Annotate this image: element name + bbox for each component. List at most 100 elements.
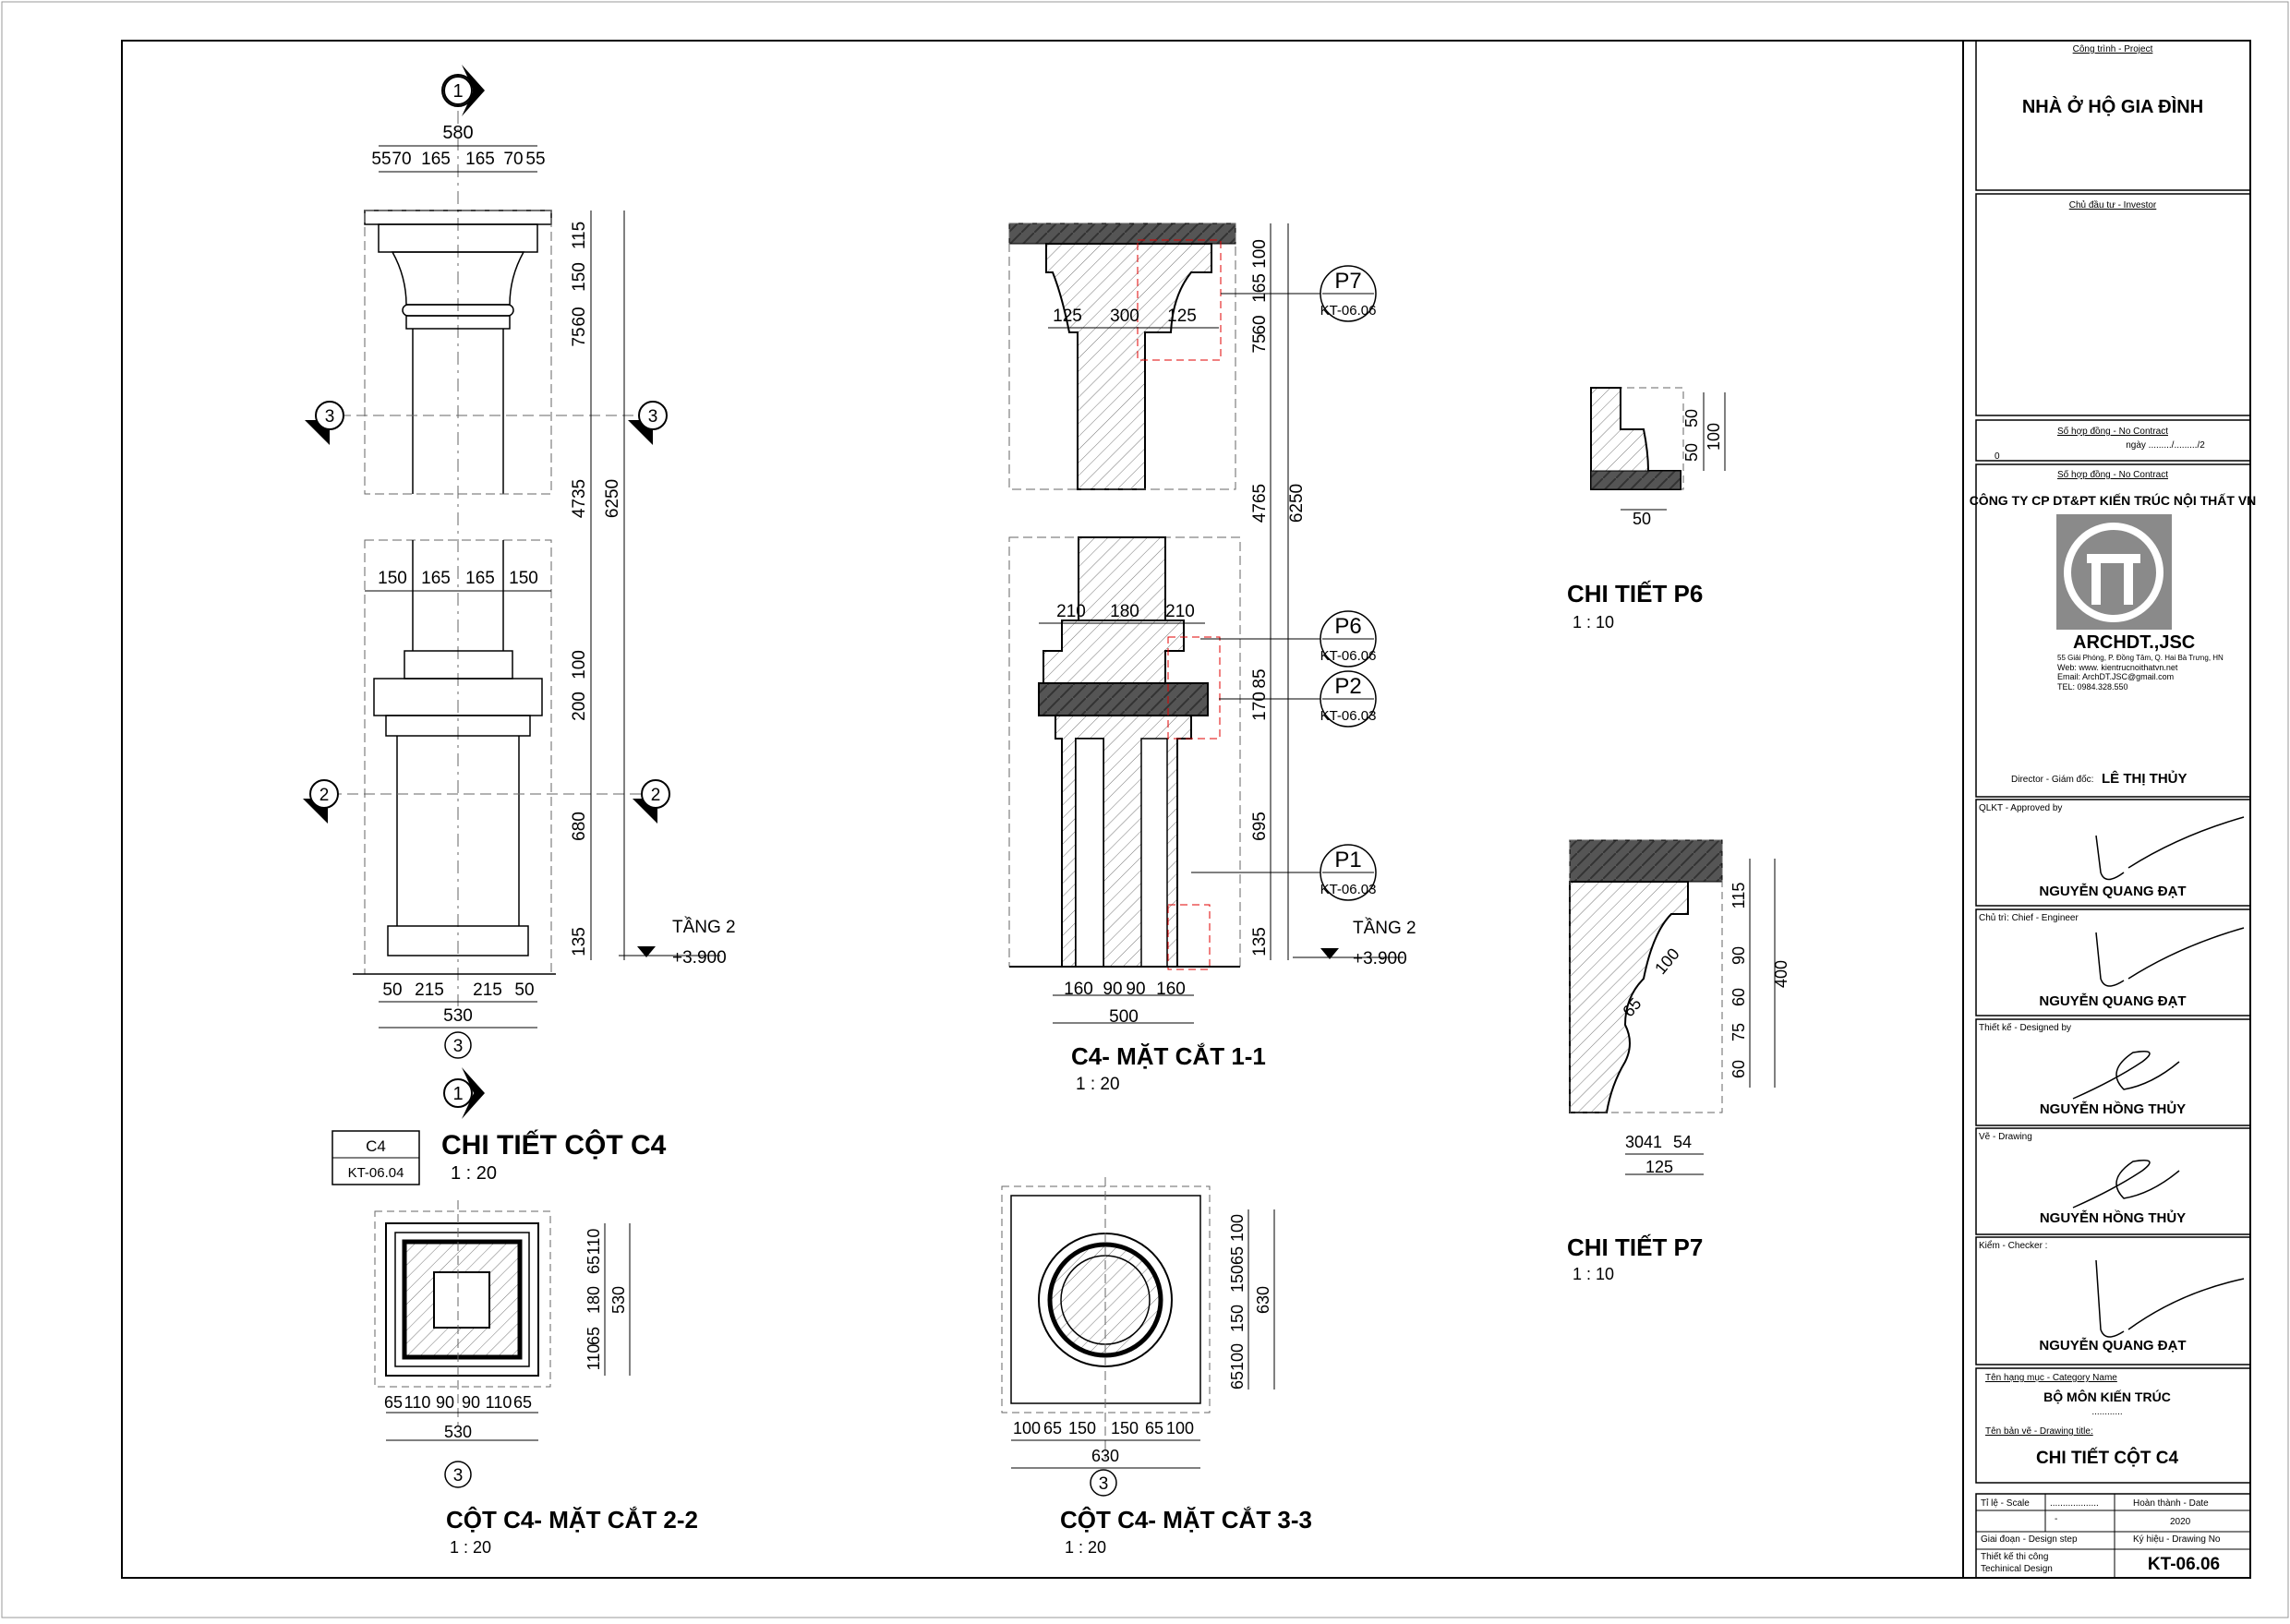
- svg-text:65: 65: [585, 1256, 603, 1274]
- svg-text:210: 210: [1165, 602, 1195, 621]
- svg-text:300: 300: [1110, 307, 1139, 326]
- svg-text:110: 110: [585, 1229, 603, 1256]
- svg-text:695: 695: [1250, 812, 1270, 841]
- svg-text:100: 100: [1013, 1419, 1041, 1438]
- svg-text:160: 160: [1064, 980, 1093, 999]
- svg-text:50: 50: [382, 980, 402, 1000]
- svg-text:65: 65: [1228, 1371, 1247, 1389]
- svg-text:30: 30: [1625, 1133, 1644, 1151]
- svg-text:115: 115: [570, 222, 589, 249]
- svg-text:180: 180: [1110, 602, 1139, 621]
- svg-text:65: 65: [1228, 1246, 1247, 1265]
- svg-text:160: 160: [1156, 980, 1186, 999]
- svg-text:Thiết kế - Designed by: Thiết kế - Designed by: [1979, 1022, 2071, 1033]
- svg-text:54: 54: [1673, 1133, 1692, 1151]
- svg-text:125: 125: [1167, 307, 1197, 326]
- svg-text:55 Giải Phóng, P. Đồng Tâm, Q.: 55 Giải Phóng, P. Đồng Tâm, Q. Hai Bà Tr…: [2057, 654, 2224, 662]
- svg-text:Thiết kế thi công: Thiết kế thi công: [1981, 1551, 2048, 1562]
- svg-text:530: 530: [609, 1286, 628, 1314]
- section-mark-3-left: 3: [305, 401, 344, 445]
- svg-text:6250: 6250: [1287, 484, 1307, 523]
- svg-text:Chủ trì: Chief - Engineer: Chủ trì: Chief - Engineer: [1979, 912, 2079, 923]
- svg-text:Web: www. kientrucnoithatvn.ne: Web: www. kientrucnoithatvn.net: [2057, 663, 2178, 672]
- svg-text:75: 75: [570, 327, 589, 346]
- svg-text:TẦNG 2: TẦNG 2: [1353, 918, 1416, 938]
- svg-text:NGUYỄN QUANG ĐẠT: NGUYỄN QUANG ĐẠT: [2039, 884, 2186, 899]
- detail-p6-scale: 1 : 10: [1573, 613, 1614, 632]
- svg-text:Công trình - Project: Công trình - Project: [2073, 44, 2153, 54]
- elevation-c4: 1 580 55 70 165 165 70 55: [303, 65, 736, 1185]
- section-mark-3-right: 3: [628, 401, 668, 445]
- svg-text:60: 60: [570, 307, 589, 326]
- svg-text:1: 1: [452, 1084, 463, 1104]
- svg-text:110: 110: [486, 1393, 512, 1412]
- svg-text:55: 55: [525, 150, 545, 169]
- svg-text:QLKT - Approved by: QLKT - Approved by: [1979, 803, 2062, 813]
- section-2-2-scale: 1 : 20: [450, 1538, 491, 1557]
- svg-text:400: 400: [1772, 960, 1790, 988]
- section-mark-2-left: 2: [303, 779, 339, 824]
- svg-text:125: 125: [1053, 307, 1082, 326]
- section-2-2-title: CỘT C4- MẶT CẮT 2-2: [446, 1506, 698, 1534]
- svg-text:4735: 4735: [570, 479, 589, 518]
- svg-text:150: 150: [1228, 1265, 1247, 1293]
- svg-text:180: 180: [585, 1286, 603, 1314]
- svg-text:50: 50: [1633, 510, 1651, 528]
- svg-text:P7: P7: [1334, 269, 1361, 294]
- svg-text:Giai đoạn - Design step: Giai đoạn - Design step: [1981, 1534, 2078, 1545]
- svg-text:100: 100: [570, 650, 589, 680]
- svg-text:0: 0: [1995, 451, 2000, 462]
- svg-text:85: 85: [1250, 668, 1270, 688]
- elevation-scale: 1 : 20: [451, 1163, 497, 1184]
- project-name: NHÀ Ở HỘ GIA ĐÌNH: [2022, 95, 2203, 117]
- svg-text:1: 1: [452, 81, 463, 102]
- level-value: +3.900: [672, 948, 727, 968]
- company-logo: [2056, 514, 2172, 630]
- svg-text:530: 530: [444, 1423, 472, 1441]
- svg-text:+3.900: +3.900: [1353, 949, 1407, 968]
- svg-text:KT-06.04: KT-06.04: [348, 1165, 404, 1181]
- svg-text:100: 100: [1228, 1343, 1247, 1371]
- grid-bubble-bottom: 3: [453, 1037, 464, 1056]
- svg-text:KT-06.06: KT-06.06: [1320, 303, 1377, 319]
- company-name: CÔNG TY CP DT&PT KIẾN TRÚC NỘI THẤT VN: [1970, 492, 2257, 508]
- svg-text:90: 90: [462, 1393, 480, 1412]
- svg-text:65: 65: [1145, 1419, 1163, 1438]
- svg-text:ARCHDT.,JSC: ARCHDT.,JSC: [2073, 632, 2195, 653]
- svg-text:90: 90: [1126, 980, 1145, 999]
- svg-text:215: 215: [415, 980, 444, 1000]
- svg-text:6250: 6250: [603, 479, 622, 518]
- grid-bubble-below: 1: [443, 1067, 485, 1119]
- svg-text:Số hợp đồng - No Contract: Số hợp đồng - No Contract: [2057, 426, 2168, 437]
- svg-text:165: 165: [421, 150, 451, 169]
- svg-text:70: 70: [392, 150, 411, 169]
- section-3-3-scale: 1 : 20: [1065, 1538, 1106, 1557]
- svg-text:630: 630: [1091, 1447, 1119, 1465]
- section-3-3-title: CỘT C4- MẶT CẮT 3-3: [1060, 1506, 1312, 1534]
- svg-text:135: 135: [1250, 927, 1270, 956]
- svg-text:100: 100: [1166, 1419, 1194, 1438]
- svg-text:KT-06.03: KT-06.03: [1320, 708, 1377, 724]
- svg-text:90: 90: [436, 1393, 454, 1412]
- svg-text:NGUYỄN HỒNG THỦY: NGUYỄN HỒNG THỦY: [2040, 1209, 2186, 1226]
- svg-text:NGUYỄN QUANG ĐẠT: NGUYỄN QUANG ĐẠT: [2039, 993, 2186, 1009]
- svg-text:Ký hiệu - Drawing No: Ký hiệu - Drawing No: [2133, 1534, 2221, 1545]
- section-3-3: 100 65 150 150 65 100 630 100 65 150 150…: [1001, 1177, 1312, 1557]
- signature-designed: [2072, 1051, 2180, 1100]
- drawing-number: KT-06.06: [2148, 1555, 2220, 1574]
- svg-text:65: 65: [384, 1393, 403, 1412]
- dim-top-total: 580: [442, 123, 473, 143]
- svg-text:90: 90: [1730, 946, 1748, 965]
- svg-text:3: 3: [1099, 1474, 1109, 1494]
- svg-text:Tỉ lệ - Scale: Tỉ lệ - Scale: [1981, 1498, 2030, 1509]
- svg-text:100: 100: [1228, 1214, 1247, 1242]
- svg-text:150: 150: [1068, 1419, 1096, 1438]
- signature-drawing: [2072, 1160, 2180, 1209]
- section-1-1-title: C4- MẶT CẮT 1-1: [1071, 1042, 1266, 1070]
- svg-text:P6: P6: [1334, 614, 1361, 639]
- callout-p7: P7 KT-06.06: [1221, 265, 1377, 322]
- svg-text:165: 165: [421, 569, 451, 588]
- svg-text:NGUYỄN QUANG ĐẠT: NGUYỄN QUANG ĐẠT: [2039, 1338, 2186, 1353]
- svg-text:680: 680: [570, 812, 589, 841]
- svg-text:125: 125: [1645, 1158, 1673, 1176]
